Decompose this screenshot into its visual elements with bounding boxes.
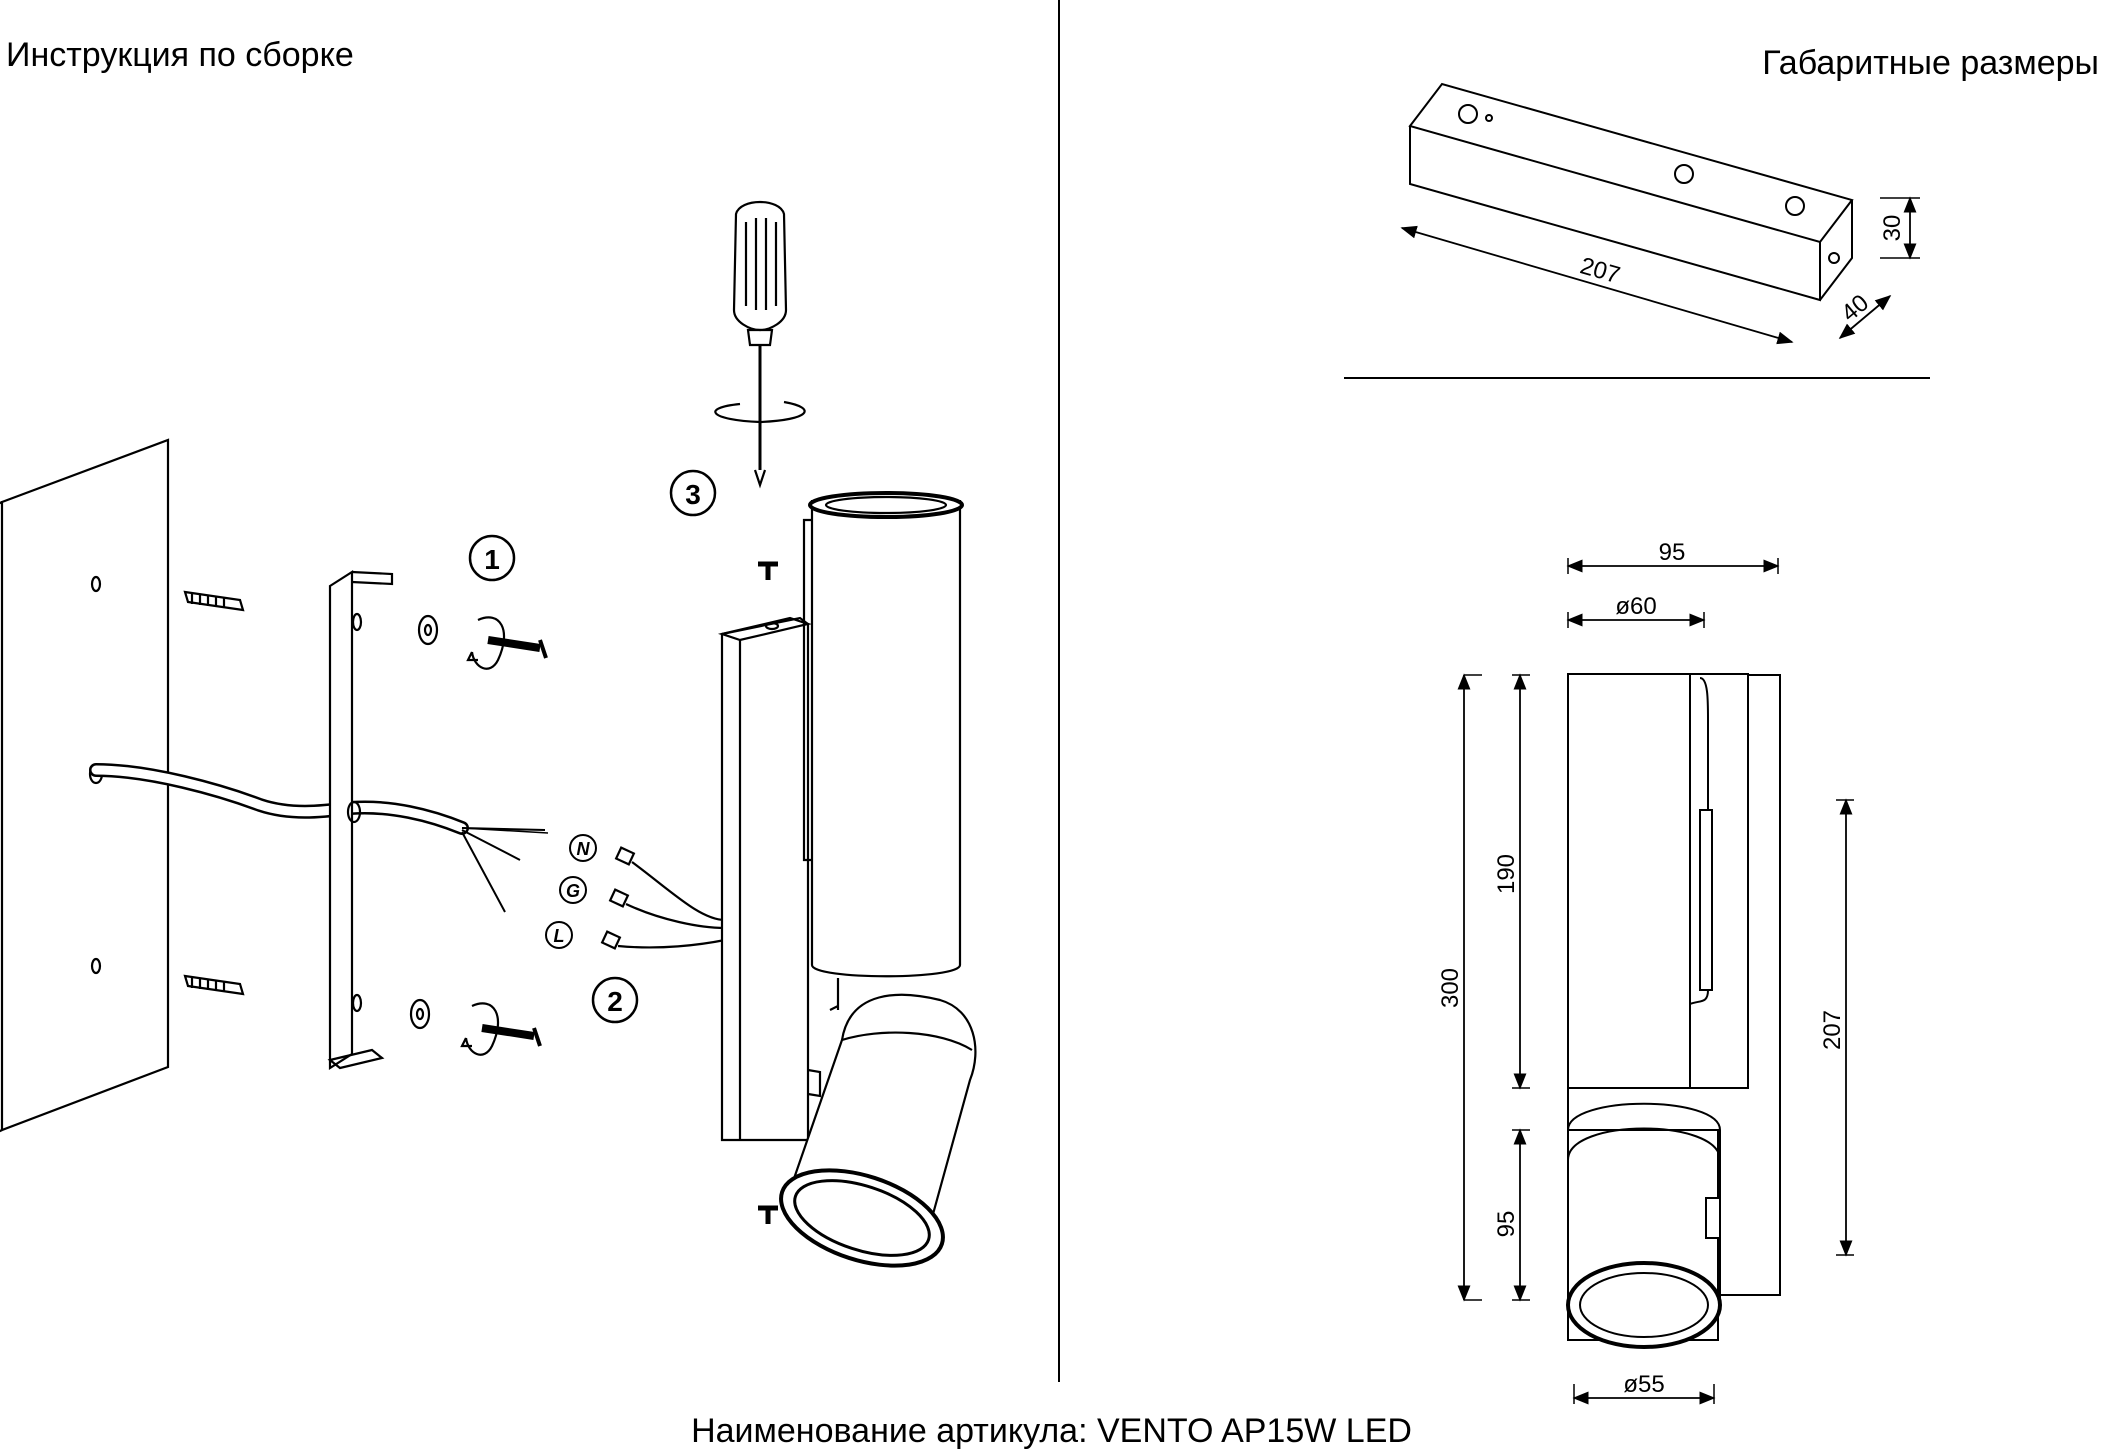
washer-bottom	[409, 998, 431, 1030]
wall-dowel-bottom	[183, 974, 245, 996]
svg-text:ø55: ø55	[1623, 1371, 1664, 1398]
screwdriver	[714, 201, 806, 489]
svg-text:G: G	[566, 881, 580, 901]
svg-text:3: 3	[685, 479, 701, 510]
fixture-lower-spot	[779, 978, 977, 1268]
step-1-marker: 1	[468, 534, 516, 582]
front-base-height-dimension: 207	[1819, 798, 1854, 1257]
box-height-dimension: 30	[1879, 196, 1920, 260]
terminal-blocks	[600, 846, 726, 950]
wall-screw-bottom	[460, 1002, 542, 1056]
fixture-back-box	[717, 616, 813, 1142]
front-total-height-dimension: 300	[1437, 673, 1482, 1302]
fixture-front-view	[1566, 673, 1781, 1349]
svg-text:207: 207	[1577, 252, 1623, 289]
step-3-marker: 3	[669, 469, 717, 517]
assembly-illustration	[0, 201, 977, 1268]
box-length-dimension: 207	[1400, 225, 1794, 345]
fixture-upper-cylinder	[802, 491, 964, 978]
svg-text:95: 95	[1493, 1211, 1520, 1238]
svg-text:N: N	[577, 839, 591, 859]
wall-plate	[0, 438, 170, 1133]
svg-text:2: 2	[607, 986, 623, 1017]
svg-text:1: 1	[484, 544, 500, 575]
wire-label-n: N	[569, 834, 597, 862]
wall-screw-top	[466, 616, 548, 670]
box-depth-dimension: 40	[1836, 289, 1892, 340]
svg-text:L: L	[554, 926, 565, 946]
step-2-marker: 2	[591, 976, 639, 1024]
svg-text:40: 40	[1836, 289, 1874, 327]
front-upper-height-dimension: 190	[1493, 673, 1530, 1090]
svg-text:190: 190	[1493, 854, 1520, 894]
front-width-dimension: 95	[1566, 539, 1780, 574]
svg-text:ø60: ø60	[1615, 593, 1656, 620]
wire-label-l: L	[545, 921, 573, 949]
box-isometric-view	[1408, 82, 1854, 302]
mounting-bracket	[327, 569, 394, 1071]
washer-top	[417, 614, 439, 646]
wire-label-g: G	[559, 876, 587, 904]
svg-text:207: 207	[1819, 1010, 1846, 1050]
front-top-diameter-dimension: ø60	[1566, 593, 1706, 628]
product-name-caption: Наименование артикула: VENTO AP15W LED	[691, 1412, 1412, 1450]
front-bottom-diameter-dimension: ø55	[1572, 1371, 1716, 1405]
wall-dowel-top	[183, 590, 245, 612]
front-lower-height-dimension: 95	[1493, 1128, 1530, 1302]
assembly-instructions-heading: Инструкция по сборке	[6, 36, 354, 74]
dimensions-heading: Габаритные размеры	[1762, 44, 2099, 82]
svg-text:300: 300	[1437, 968, 1464, 1008]
svg-text:30: 30	[1879, 215, 1906, 242]
svg-text:95: 95	[1659, 539, 1686, 566]
